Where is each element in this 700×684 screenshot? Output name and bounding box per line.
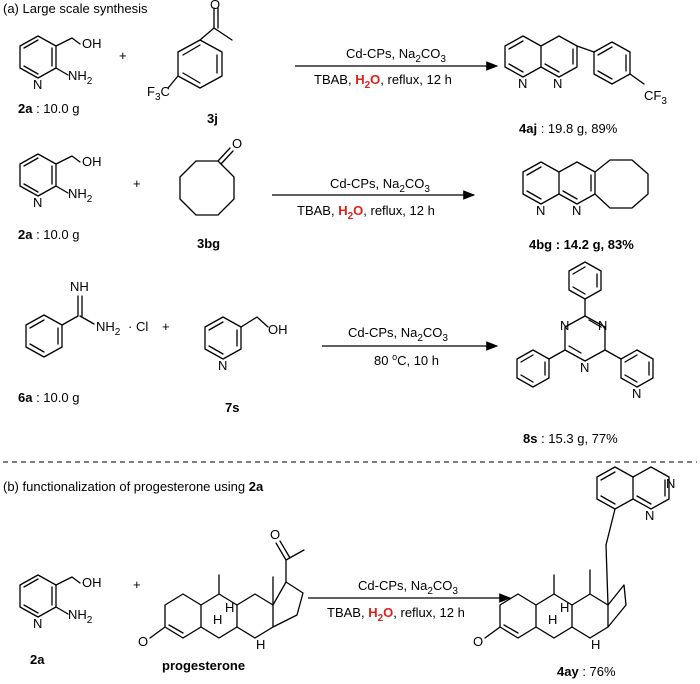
n-label-8s-1: N xyxy=(598,318,607,333)
h-label-4ay-2: H xyxy=(548,612,557,627)
n-label-7s: N xyxy=(218,358,227,373)
oh-label: OH xyxy=(82,154,102,169)
n-label-4aj-2: N xyxy=(553,76,562,91)
label-2a-row2: 2a : 10.0 g xyxy=(18,227,79,242)
o-label-ketone: O xyxy=(270,527,280,542)
molecule-4ay: N N O H H H xyxy=(473,466,675,652)
cf3-label: CF3 xyxy=(644,88,667,107)
chloride-label: · Cl xyxy=(128,319,148,334)
molecule-8s: N N N N xyxy=(516,261,654,401)
h-label-1: H xyxy=(225,600,234,615)
h-label-4ay-3: H xyxy=(591,637,600,652)
n-label-8s-3: N xyxy=(580,360,589,375)
n-label: N xyxy=(33,195,42,210)
o-label-4ay: O xyxy=(473,634,483,649)
label-3bg: 3bg xyxy=(197,236,220,251)
h-label-4ay-1: H xyxy=(560,600,569,615)
n-label-4bg-2: N xyxy=(572,203,581,218)
nh2-label: NH2 xyxy=(68,68,93,87)
label-8s: 8s : 15.3 g, 77% xyxy=(523,431,618,446)
label-2a-section-b: 2a xyxy=(30,652,45,667)
n-label-8s-pyr: N xyxy=(632,386,641,401)
plus-sign: + xyxy=(133,176,141,191)
nh2-label: NH2 xyxy=(68,186,93,205)
molecule-7s: OH N xyxy=(204,316,288,373)
o-label-3j: O xyxy=(210,0,220,12)
conditions-2-row1: TBAB, H2O, reflux, 12 h xyxy=(314,72,452,91)
molecule-2a-section-b: OH N NH2 xyxy=(19,574,102,631)
n-label: N xyxy=(33,616,42,631)
label-4bg: 4bg : 14.2 g, 83% xyxy=(529,237,634,252)
molecule-3j: O F3C xyxy=(147,0,233,103)
molecule-4bg: N N xyxy=(522,159,649,218)
conditions-1-row1: Cd-CPs, Na2CO3 xyxy=(346,46,446,65)
conditions-2-row2: TBAB, H2O, reflux, 12 h xyxy=(297,203,435,222)
conditions-1-row3: Cd-CPs, Na2CO3 xyxy=(348,325,448,344)
molecule-progesterone: O O H H H xyxy=(138,527,305,652)
o-label-progesterone: O xyxy=(138,634,148,649)
molecule-2a-row2: OH N NH2 xyxy=(19,153,102,210)
section-a-title: (a) Large scale synthesis xyxy=(3,1,148,16)
h-label-3: H xyxy=(256,637,265,652)
oh-label: OH xyxy=(82,36,102,51)
o-label-3bg: O xyxy=(232,136,242,151)
oh-label: OH xyxy=(82,575,102,590)
f3c-label: F3C xyxy=(147,84,170,103)
nh-label: NH xyxy=(70,279,89,294)
label-4aj: 4aj : 19.8 g, 89% xyxy=(519,121,618,136)
n-label-8s-2: N xyxy=(560,318,569,333)
n-label-4bg-1: N xyxy=(536,203,545,218)
section-b-title: (b) functionalization of progesterone us… xyxy=(3,479,264,494)
label-progesterone: progesterone xyxy=(162,658,245,673)
conditions-2-section-b: TBAB, H2O, reflux, 12 h xyxy=(327,605,465,624)
h-label-2: H xyxy=(213,612,222,627)
label-3j: 3j xyxy=(207,111,218,126)
plus-sign: + xyxy=(162,319,170,334)
oh-label: OH xyxy=(268,322,288,337)
n-label-4aj-1: N xyxy=(518,76,527,91)
conditions-1-row2: Cd-CPs, Na2CO3 xyxy=(330,176,430,195)
label-6a: 6a : 10.0 g xyxy=(18,390,79,405)
conditions-1-section-b: Cd-CPs, Na2CO3 xyxy=(358,578,458,597)
label-7s: 7s xyxy=(225,400,239,415)
molecule-2a-row1: OH N NH2 xyxy=(19,35,102,92)
n-label: N xyxy=(33,77,42,92)
conditions-2-row3: 80 oC, 10 h xyxy=(374,352,439,368)
n-label-4ay-1: N xyxy=(666,476,675,491)
plus-sign: + xyxy=(119,48,127,63)
label-4ay: 4ay : 76% xyxy=(557,664,616,679)
molecule-6a: NH NH2 · Cl xyxy=(25,279,148,358)
plus-sign: + xyxy=(133,577,141,592)
molecule-4aj: N N CF3 xyxy=(504,35,667,107)
molecule-3bg: O xyxy=(179,136,242,216)
label-2a-row1: 2a : 10.0 g xyxy=(18,101,79,116)
nh2-label-6a: NH2 xyxy=(96,319,121,338)
nh2-label: NH2 xyxy=(68,607,93,626)
n-label-4ay-2: N xyxy=(645,508,654,523)
